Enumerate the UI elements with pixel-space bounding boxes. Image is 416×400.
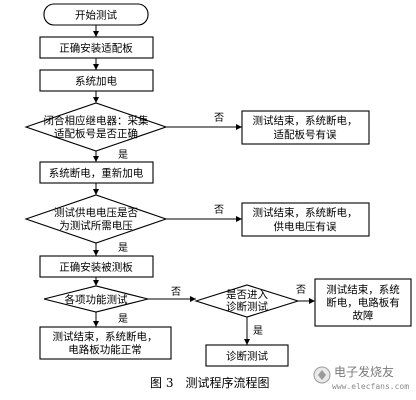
voltage-error-label-line1: 测试结束，系统断电， xyxy=(253,206,358,219)
power-on-label: 系统加电 xyxy=(75,75,117,88)
repower-label: 系统断电，重新加电 xyxy=(49,167,144,180)
function-test-label: 各项功能测试 xyxy=(65,293,128,306)
board-ok-label-line1: 测试结束，系统断电， xyxy=(53,330,158,343)
enter-diagnostics-label-line2: 诊断测试 xyxy=(226,300,268,313)
check-voltage-label-line1: 测试供电电压是否 xyxy=(54,206,138,219)
watermark-logo-mark-icon xyxy=(318,370,326,380)
watermark: 电子发烧友 www.elecfans.com xyxy=(313,364,409,391)
check-adapter-decision: 闭合相应继电器：采集 适配板号是否正确 xyxy=(24,102,168,152)
adapter-error-label-line2: 适配板号有误 xyxy=(274,128,337,141)
diagnostic-test-label: 诊断测试 xyxy=(226,350,268,363)
voltage-error-label-line2: 供电电压有误 xyxy=(274,220,337,233)
board-fault-end-node: 测试结束，系统 断电，电路板有 故障 xyxy=(314,278,412,327)
install-tested-board-node: 正确安装被测板 xyxy=(39,255,154,278)
watermark-url: www.elecfans.com xyxy=(332,382,409,391)
check-adapter-label-line2: 适配板号是否正确 xyxy=(54,127,138,140)
power-on-node: 系统加电 xyxy=(39,69,154,92)
board-fault-label-line3: 故障 xyxy=(353,309,374,322)
voltage-error-end-node: 测试结束，系统断电， 供电电压有误 xyxy=(241,202,370,237)
label-yes-adapter: 是 xyxy=(118,149,128,161)
check-adapter-label-line1: 闭合相应继电器：采集 xyxy=(44,114,149,127)
diagnostic-test-node: 诊断测试 xyxy=(205,344,289,367)
label-yes-diagnostics: 是 xyxy=(253,325,263,337)
label-no-diagnostics: 否 xyxy=(296,284,306,296)
adapter-error-end-node: 测试结束，系统断电， 适配板号有误 xyxy=(241,110,370,145)
install-tested-board-label: 正确安装被测板 xyxy=(59,261,133,274)
install-adapter-node: 正确安装适配板 xyxy=(39,36,154,59)
check-voltage-decision: 测试供电电压是否 为测试所需电压 xyxy=(24,194,168,244)
label-no-voltage: 否 xyxy=(214,204,224,216)
label-no-adapter: 否 xyxy=(214,112,224,124)
adapter-error-label-line1: 测试结束，系统断电， xyxy=(253,114,358,127)
check-voltage-label-line2: 为测试所需电压 xyxy=(59,219,133,232)
figure-caption: 图 3 测试程序流程图 xyxy=(150,375,269,390)
board-fault-label-line2: 断电，电路板有 xyxy=(326,296,400,309)
board-ok-label-line2: 电路板功能正常 xyxy=(68,343,142,356)
label-no-function: 否 xyxy=(171,286,181,298)
function-test-decision: 各项功能测试 xyxy=(43,285,149,313)
enter-diagnostics-label-line1: 是否进入 xyxy=(226,289,268,301)
install-adapter-label: 正确安装适配板 xyxy=(59,42,133,55)
start-node: 开始测试 xyxy=(43,3,149,26)
start-label: 开始测试 xyxy=(75,9,117,22)
repower-node: 系统断电，重新加电 xyxy=(39,161,154,184)
watermark-name: 电子发烧友 xyxy=(334,364,394,379)
label-yes-voltage: 是 xyxy=(118,242,128,254)
board-ok-end-node: 测试结束，系统断电， 电路板功能正常 xyxy=(39,326,172,360)
label-yes-function: 是 xyxy=(118,313,128,325)
enter-diagnostics-decision: 是否进入 诊断测试 xyxy=(194,284,300,318)
board-fault-label-line1: 测试结束，系统 xyxy=(326,283,400,296)
